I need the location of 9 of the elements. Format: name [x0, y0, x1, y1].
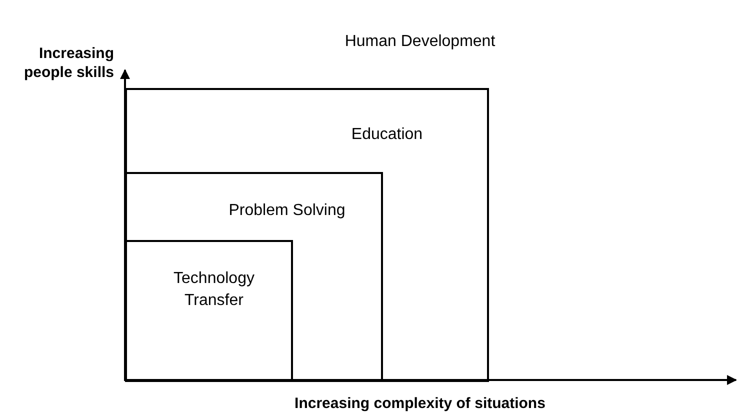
box-label: Education [350, 125, 424, 145]
axis-label: Increasing people skills [22, 44, 114, 82]
nested-box [125, 240, 293, 382]
box-label: Technology Transfer [172, 269, 256, 311]
box-label: Problem Solving [228, 201, 346, 221]
axis-label: Increasing complexity of situations [294, 394, 546, 413]
nested-box [125, 88, 489, 382]
nested-box [125, 172, 383, 382]
region-label: Human Development [344, 32, 496, 52]
